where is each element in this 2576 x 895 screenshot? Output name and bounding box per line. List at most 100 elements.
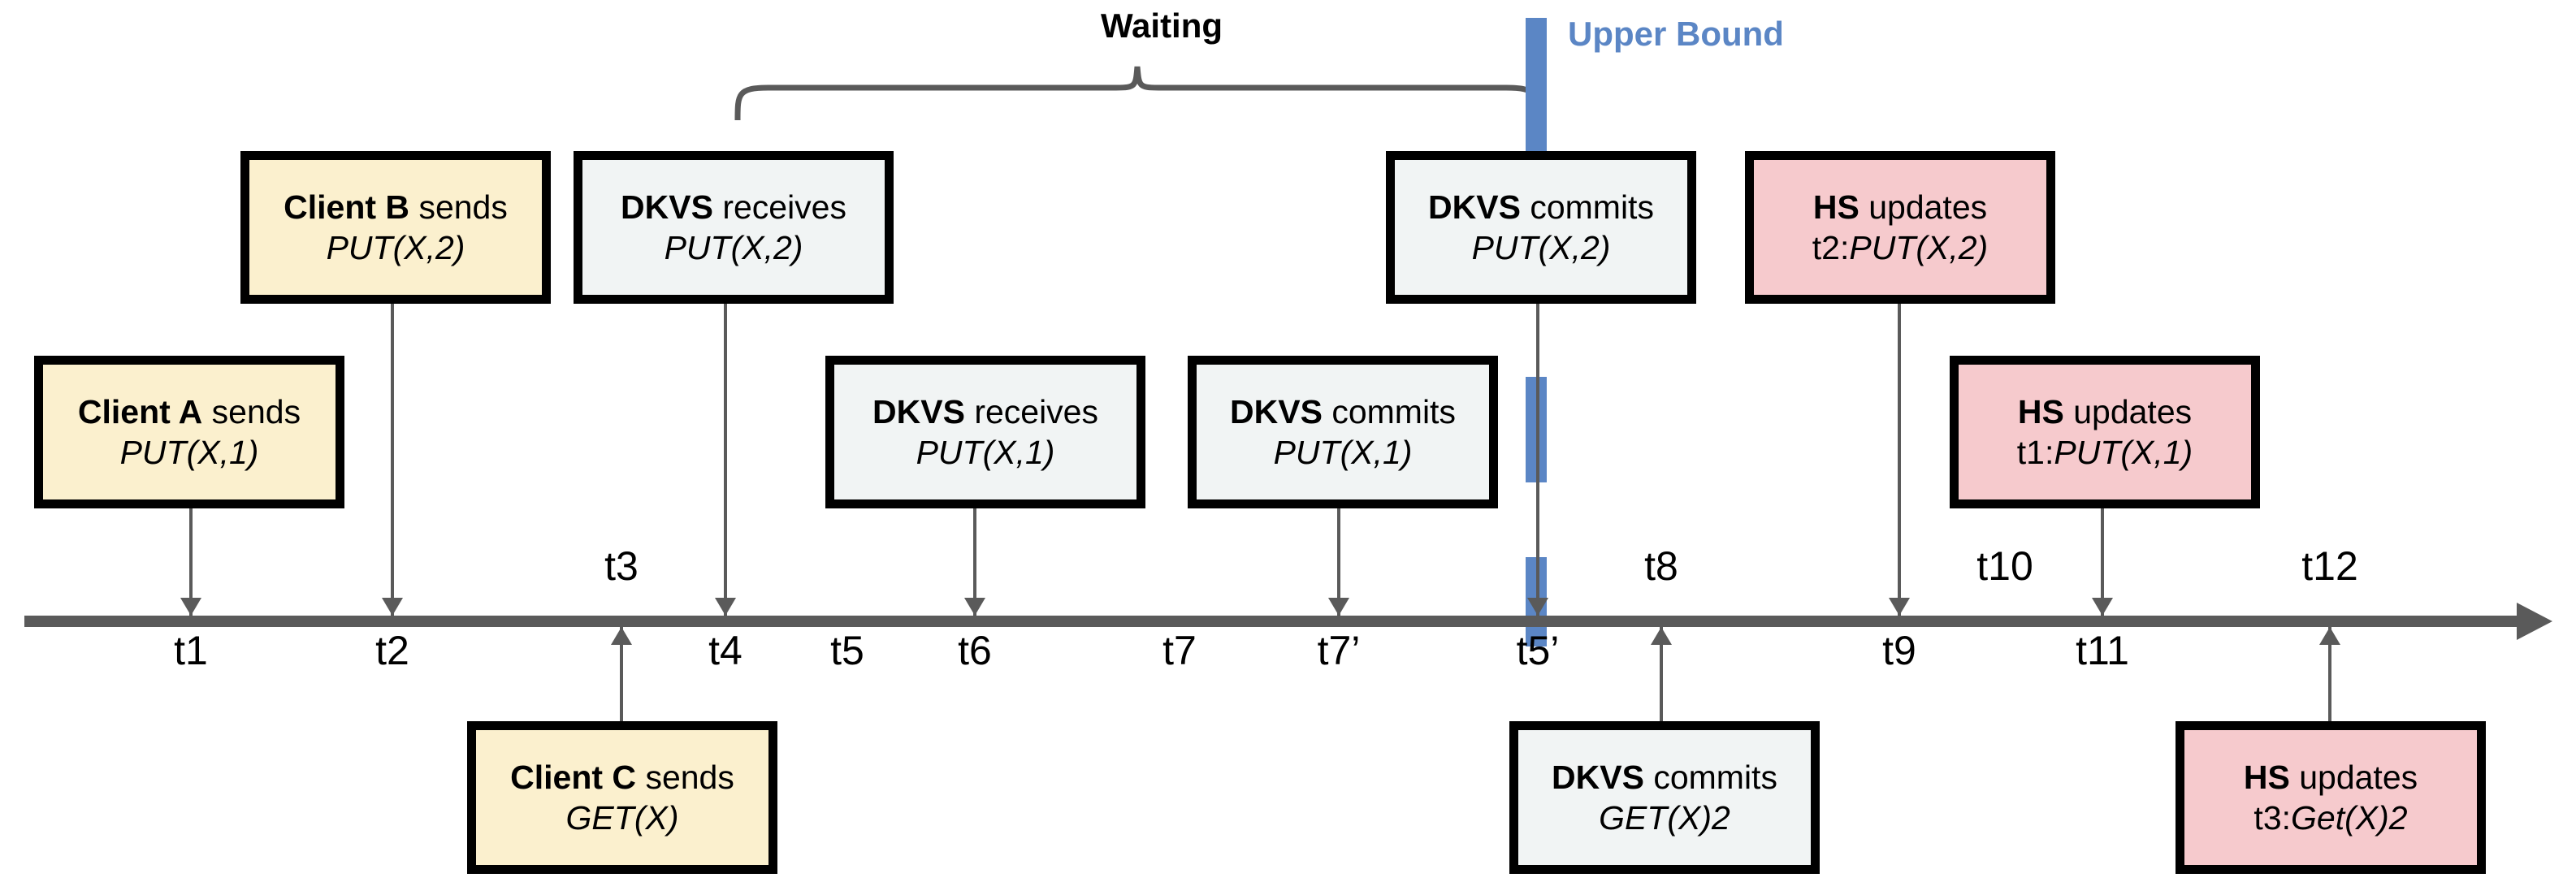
upper-bound-label: Upper Bound [1568, 15, 1784, 53]
connector-dkvs-receives-put-x-2 [724, 304, 727, 616]
connector-arrowhead-client-c-sends [611, 627, 632, 645]
event-box-operation: PUT(X,2) [664, 229, 803, 266]
event-actor: HS [1812, 188, 1859, 226]
connector-arrowhead-dkvs-commits-put-x-2 [1527, 598, 1548, 616]
event-actor: DKVS [1230, 392, 1323, 430]
event-box-title: HS updates [2018, 391, 2192, 432]
event-operation-text: PUT(X,2) [1849, 229, 1989, 266]
event-box-title: DKVS commits [1230, 391, 1456, 432]
connector-hs-updates-t1 [2101, 508, 2104, 616]
connector-arrowhead-client-a-sends [180, 598, 201, 616]
event-box-operation: t3:Get(X)2 [2253, 798, 2407, 838]
connector-client-c-sends [620, 627, 623, 721]
event-box-title: Client A sends [78, 391, 301, 432]
event-box-title: Client C sends [510, 757, 734, 798]
connector-arrowhead-dkvs-receives-put-x-2 [715, 598, 736, 616]
event-verb: updates [1859, 188, 1988, 226]
event-actor: Client B [284, 188, 410, 226]
event-box-operation: PUT(X,1) [1273, 434, 1413, 471]
connector-arrowhead-dkvs-receives-put-x-1 [964, 598, 985, 616]
event-box-title: HS updates [2244, 757, 2418, 798]
tick-label-t7: t7 [1162, 628, 1197, 673]
connector-arrowhead-hs-updates-t2 [1889, 598, 1910, 616]
event-box-operation: PUT(X,2) [1471, 229, 1611, 266]
tick-label-t8: t8 [1644, 543, 1678, 589]
event-timestamp-prefix: t1: [2016, 434, 2054, 471]
event-actor: HS [2017, 392, 2064, 430]
event-actor: DKVS [872, 392, 965, 430]
timeline-arrow-icon [2517, 603, 2552, 640]
event-operation-text: PUT(X,1) [2054, 434, 2193, 471]
event-verb: commits [1520, 188, 1654, 226]
event-actor: Client C [510, 758, 637, 796]
event-box-operation: GET(X)2 [1599, 799, 1730, 837]
connector-arrowhead-client-b-sends [382, 598, 403, 616]
event-box-operation: GET(X) [565, 799, 679, 837]
event-actor: Client A [77, 392, 203, 430]
tick-label-t11: t11 [2076, 628, 2129, 673]
event-verb: sends [202, 392, 301, 430]
event-verb: sends [636, 758, 734, 796]
event-actor: DKVS [621, 188, 713, 226]
event-box-title: DKVS receives [872, 391, 1098, 432]
tick-label-t5: t5 [830, 628, 864, 673]
event-box-operation: PUT(X,2) [326, 229, 465, 266]
event-verb: commits [1322, 392, 1456, 430]
tick-label-t5: t5’ [1516, 628, 1560, 673]
event-timestamp-prefix: t2: [1812, 229, 1850, 266]
event-actor: DKVS [1428, 188, 1521, 226]
tick-label-t7: t7’ [1317, 628, 1361, 673]
event-box-title: DKVS receives [621, 187, 846, 227]
event-verb: updates [2063, 392, 2193, 430]
event-box-operation: PUT(X,1) [916, 434, 1055, 471]
connector-arrowhead-hs-updates-t3 [2319, 627, 2340, 645]
event-box-title: HS updates [1813, 187, 1987, 227]
event-verb: receives [712, 188, 846, 226]
timeline-axis [24, 616, 2526, 627]
event-box-title: Client B sends [284, 187, 508, 227]
event-verb: commits [1643, 758, 1777, 796]
event-timestamp-prefix: t3: [2253, 799, 2292, 837]
connector-client-a-sends [189, 508, 193, 616]
tick-label-t4: t4 [708, 628, 742, 673]
event-verb: sends [409, 188, 508, 226]
tick-label-t9: t9 [1882, 628, 1916, 673]
event-actor: HS [2243, 758, 2290, 796]
tick-label-t2: t2 [375, 628, 409, 673]
upper-bound-bar-segment-top [1526, 18, 1547, 154]
event-operation-text: Get(X)2 [2291, 799, 2408, 837]
event-box-operation: PUT(X,1) [119, 434, 259, 471]
connector-dkvs-receives-put-x-1 [973, 508, 976, 616]
event-box-operation: t1:PUT(X,1) [2017, 432, 2193, 473]
event-actor: DKVS [1552, 758, 1644, 796]
tick-label-t3: t3 [604, 543, 639, 589]
tick-label-t6: t6 [958, 628, 992, 673]
waiting-label: Waiting [1100, 6, 1223, 45]
connector-arrowhead-dkvs-commits-put-x-1 [1328, 598, 1349, 616]
connector-dkvs-commits-put-x-2 [1536, 304, 1539, 616]
connector-client-b-sends [391, 304, 394, 616]
tick-label-t1: t1 [174, 628, 208, 673]
event-box-title: DKVS commits [1428, 187, 1654, 227]
connector-arrowhead-hs-updates-t1 [2092, 598, 2113, 616]
tick-label-t12: t12 [2301, 543, 2358, 589]
connector-hs-updates-t3 [2328, 627, 2331, 721]
connector-hs-updates-t2 [1898, 304, 1901, 616]
connector-arrowhead-dkvs-commits-get-x-2 [1651, 627, 1672, 645]
connector-dkvs-commits-get-x-2 [1660, 627, 1663, 721]
event-box-title: DKVS commits [1552, 757, 1777, 798]
event-box-operation: t2:PUT(X,2) [1812, 227, 1988, 268]
tick-label-t10: t10 [1976, 543, 2033, 589]
